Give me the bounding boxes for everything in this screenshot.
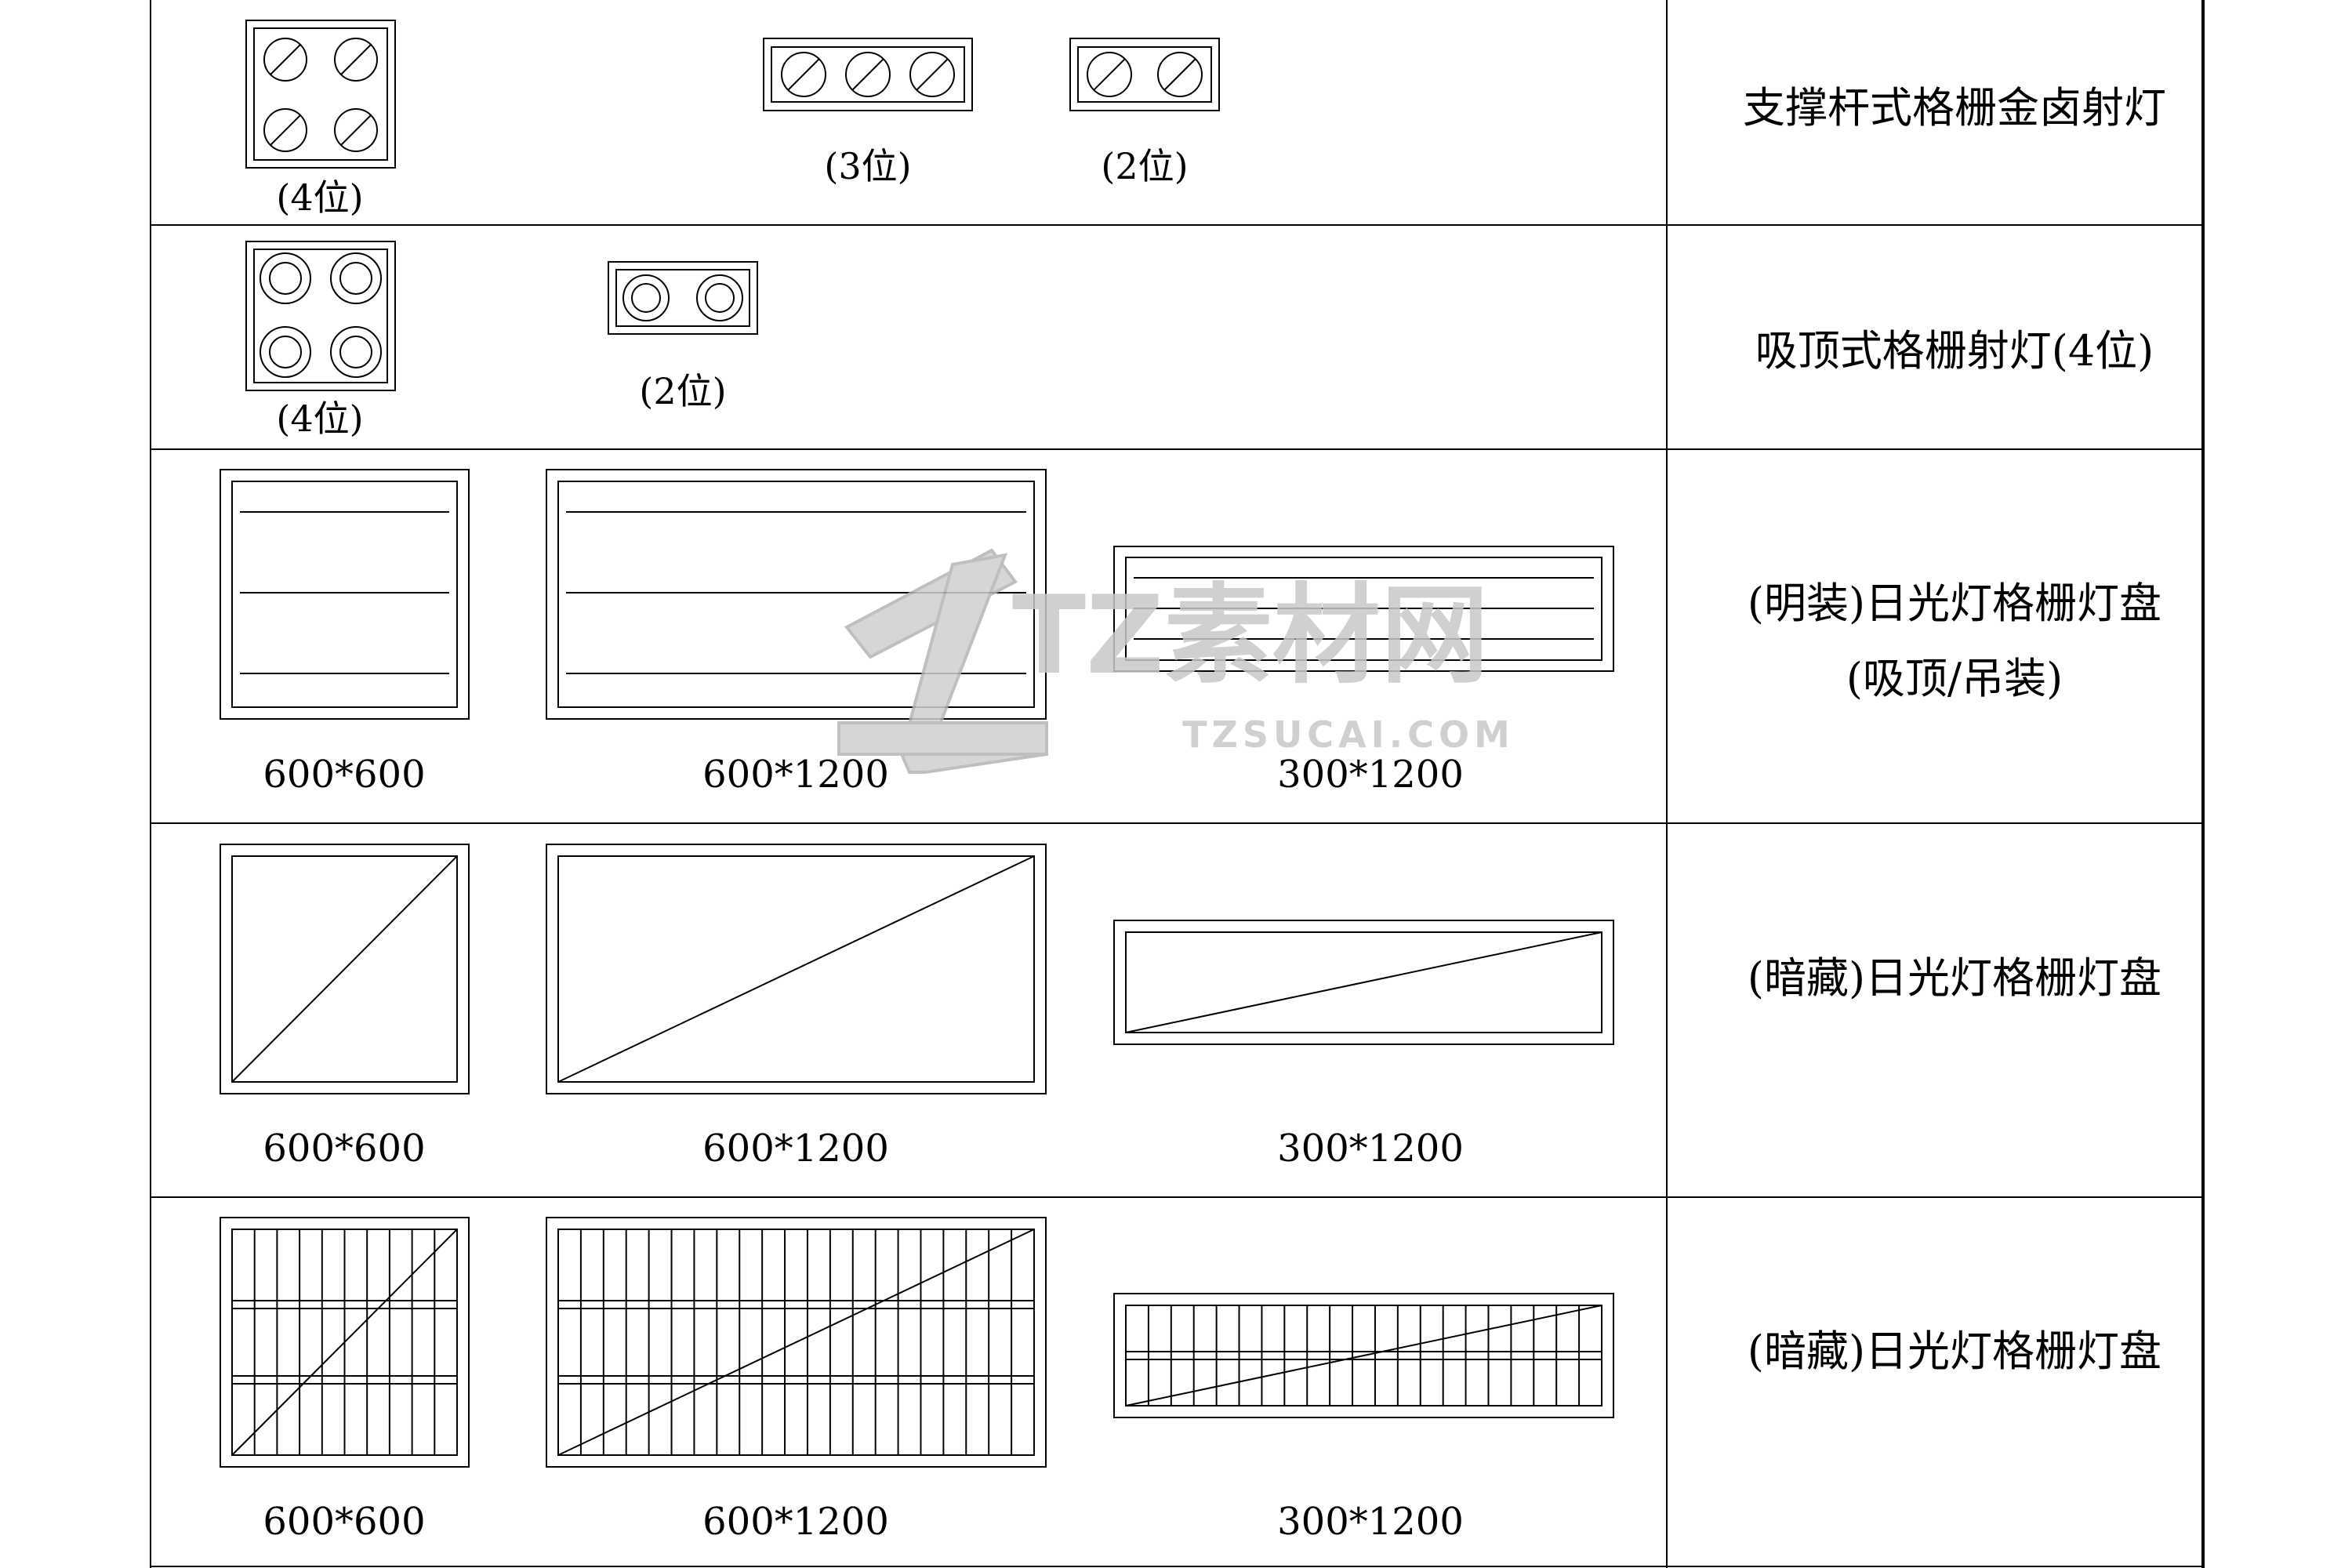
description-ceiling-spotlights: 吸顶式格栅射灯(4位) bbox=[1755, 326, 2154, 376]
caption-grille-spot-3: (3位) bbox=[824, 145, 911, 187]
table-grid bbox=[150, 0, 2205, 1568]
recessed-panel-600x600-symbol bbox=[220, 844, 470, 1094]
recessed-panel-600x1200-symbol bbox=[546, 844, 1047, 1094]
caption-louver-300x1200: 300*1200 bbox=[1277, 1500, 1464, 1544]
recessed-panel-300x1200-symbol bbox=[1113, 920, 1614, 1045]
caption-recessed-300x1200: 300*1200 bbox=[1277, 1127, 1464, 1171]
caption-louver-600x1200: 600*1200 bbox=[702, 1500, 889, 1544]
lamp-icon bbox=[263, 38, 307, 82]
caption-louver-600x600: 600*600 bbox=[263, 1500, 425, 1544]
caption-surface-300x1200: 300*1200 bbox=[1277, 753, 1464, 797]
watermark-brand: TZ素材网 bbox=[1012, 572, 1489, 699]
caption-grille-spot-4: (4位) bbox=[276, 176, 363, 219]
louver-blades bbox=[558, 1229, 1034, 1455]
lamp-icon bbox=[909, 52, 955, 97]
lamp-icon bbox=[330, 326, 382, 378]
watermark-logo-icon bbox=[837, 548, 1048, 774]
lamp-icon bbox=[260, 252, 311, 304]
caption-recessed-600x600: 600*600 bbox=[263, 1127, 425, 1171]
ceiling-spot-4-symbol bbox=[245, 241, 396, 391]
caption-recessed-600x1200: 600*1200 bbox=[702, 1127, 889, 1171]
grille-spot-4-symbol bbox=[245, 20, 396, 169]
caption-ceiling-spot-4: (4位) bbox=[276, 397, 363, 440]
row-recessed-louver-panels bbox=[220, 1217, 1614, 1468]
row-surface-panels bbox=[220, 469, 1614, 720]
lamp-icon bbox=[330, 252, 382, 304]
caption-grille-spot-2: (2位) bbox=[1101, 145, 1188, 187]
lamp-icon bbox=[781, 52, 826, 97]
description-grille-spotlights: 支撑杆式格栅金卤射灯 bbox=[1743, 83, 2166, 132]
ceiling-spot-2-symbol bbox=[608, 261, 758, 335]
louver-blades bbox=[1126, 1305, 1602, 1406]
description-recessed-panels: (暗藏)日光灯格栅灯盘 bbox=[1748, 953, 2161, 1003]
lamp-icon bbox=[845, 52, 891, 97]
louver-panel-300x1200-symbol bbox=[1113, 1293, 1614, 1418]
grille-spot-3-symbol bbox=[763, 38, 973, 111]
row-recessed-panels bbox=[220, 844, 1614, 1094]
description-surface-panels-mount: (吸顶/吊装) bbox=[1846, 654, 2063, 703]
row-grille-spotlights bbox=[245, 20, 1220, 169]
watermark: TZ素材网 TZSUCAI.COM bbox=[837, 548, 1515, 774]
description-recessed-louver-panels: (暗藏)日光灯格栅灯盘 bbox=[1748, 1327, 2161, 1376]
caption-surface-600x1200: 600*1200 bbox=[702, 753, 889, 797]
louver-panel-600x600-symbol bbox=[220, 1217, 470, 1468]
louver-panel-600x1200-symbol bbox=[546, 1217, 1047, 1468]
lamp-icon bbox=[1087, 52, 1132, 97]
caption-ceiling-spot-2: (2位) bbox=[639, 370, 726, 412]
watermark-url: TZSUCAI.COM bbox=[1182, 713, 1515, 756]
grille-spot-2-symbol bbox=[1069, 38, 1220, 111]
lamp-icon bbox=[334, 38, 378, 82]
description-surface-panels: (明装)日光灯格栅灯盘 bbox=[1748, 579, 2161, 628]
lamp-icon bbox=[334, 108, 378, 152]
lamp-icon bbox=[622, 274, 670, 321]
lamp-icon bbox=[1157, 52, 1203, 97]
surface-panel-300x1200-symbol bbox=[1113, 546, 1614, 672]
caption-surface-600x600: 600*600 bbox=[263, 753, 425, 797]
lamp-icon bbox=[263, 108, 307, 152]
lamp-icon bbox=[696, 274, 743, 321]
lamp-icon bbox=[260, 326, 311, 378]
row-ceiling-spotlights bbox=[245, 241, 758, 391]
surface-panel-600x600-symbol bbox=[220, 469, 470, 720]
